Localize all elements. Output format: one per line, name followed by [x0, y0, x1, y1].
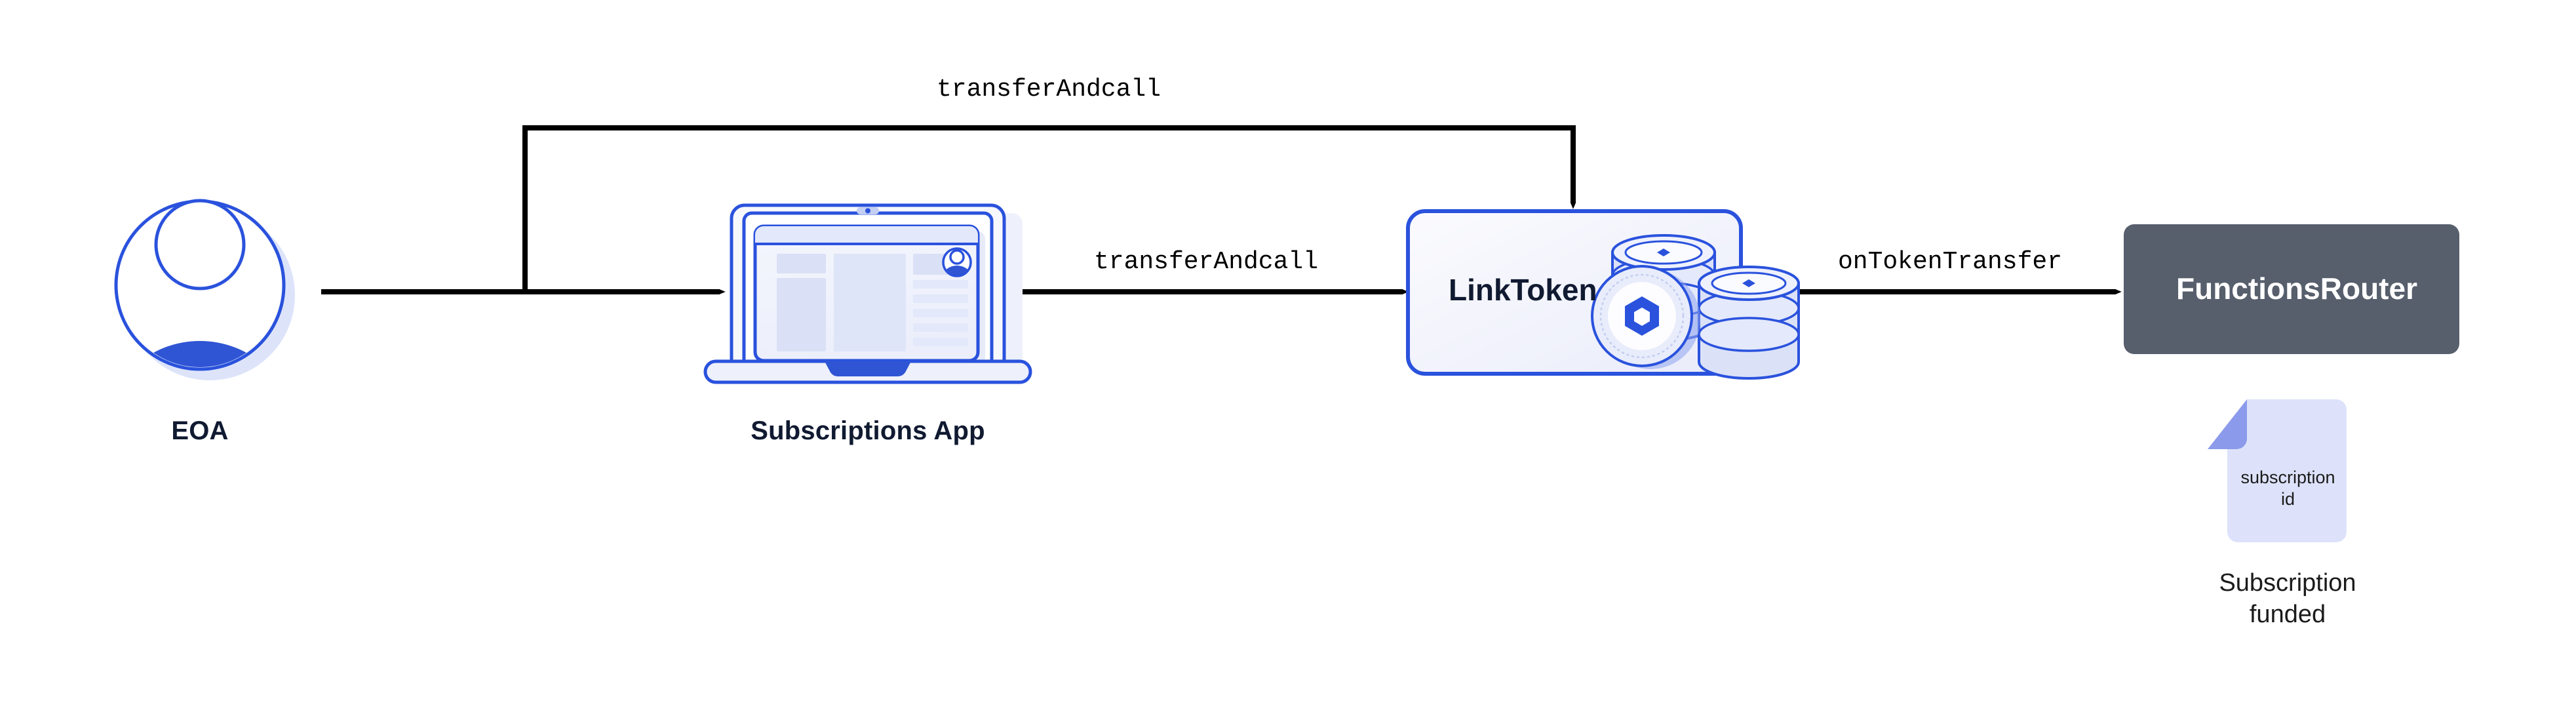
document-inner-text-line1: subscription [2240, 468, 2335, 487]
linktoken-label: LinkToken [1449, 273, 1597, 307]
edge-label-on-token-transfer: onTokenTransfer [1837, 248, 2063, 276]
functionsrouter-box[interactable] [2124, 224, 2459, 354]
chainlink-logo-icon [1591, 265, 1700, 369]
edge-eoa-to-linktoken-top [522, 125, 1576, 292]
functionsrouter-label: FunctionsRouter [2176, 271, 2417, 306]
user-avatar-icon [114, 199, 295, 380]
edge-label-transfer-and-call-app: transferAndcall [1093, 248, 1319, 276]
document-caption-line1: Subscription [2219, 569, 2356, 597]
laptop-icon [703, 203, 1032, 384]
eoa-label: EOA [171, 416, 229, 445]
document-caption-line2: funded [2249, 601, 2326, 628]
subscriptions-app-label: Subscriptions App [751, 416, 985, 445]
edge-label-transfer-and-call-top: transferAndcall [936, 75, 1161, 104]
coin-stack-icon [1591, 234, 1800, 380]
document-inner-text-line2: id [2280, 489, 2295, 509]
document-icon [2208, 399, 2347, 542]
